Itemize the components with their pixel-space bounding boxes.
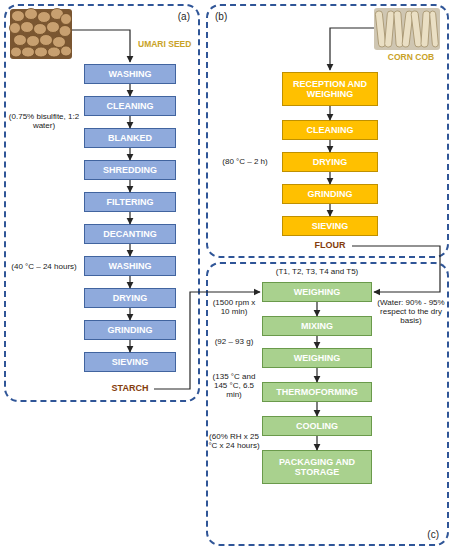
product-name: FLOUR xyxy=(300,240,360,250)
box-label: WASHING xyxy=(108,69,151,79)
process-box: FILTERING xyxy=(84,192,176,212)
process-box: SIEVING xyxy=(84,352,176,372)
treatment-note: (T1, T2, T3, T4 and T5) xyxy=(262,267,372,276)
flow-arrow xyxy=(316,402,317,416)
box-label: FILTERING xyxy=(107,197,154,207)
flow-arrow xyxy=(316,436,317,450)
box-label: DRYING xyxy=(113,293,148,303)
flow-arrow xyxy=(329,204,330,216)
process-box: GRINDING xyxy=(282,184,378,204)
box-label: SIEVING xyxy=(112,357,149,367)
box-label: WEIGHING xyxy=(294,353,341,363)
box-label: RECEPTION AND WEIGHING xyxy=(286,79,374,100)
process-box: DRYING xyxy=(282,152,378,172)
panel-letter: (b) xyxy=(215,11,227,22)
box-label: CLEANING xyxy=(107,101,154,111)
panel-letter: (c) xyxy=(427,529,439,540)
box-label: SIEVING xyxy=(312,221,349,231)
process-box: BLANKED xyxy=(84,128,176,148)
flow-arrow xyxy=(129,84,130,96)
process-box: PACKAGING AND STORAGE xyxy=(262,450,372,484)
process-box: RECEPTION AND WEIGHING xyxy=(282,72,378,106)
process-box: WEIGHING xyxy=(262,348,372,368)
box-label: DECANTING xyxy=(103,229,157,239)
feed-arrow xyxy=(72,30,130,62)
box-label: SHREDDING xyxy=(103,165,157,175)
process-box: CLEANING xyxy=(282,120,378,140)
box-label: WEIGHING xyxy=(294,287,341,297)
process-box: GRINDING xyxy=(84,320,176,340)
flow-arrow xyxy=(329,140,330,152)
box-label: COOLING xyxy=(296,421,338,431)
photo-background xyxy=(374,8,440,50)
process-box: DRYING xyxy=(84,288,176,308)
seed-cluster xyxy=(10,9,72,58)
ingredient-name: UMARI SEED xyxy=(138,40,198,50)
process-box: CLEANING xyxy=(84,96,176,116)
feed-arrow xyxy=(330,28,374,70)
flow-arrow xyxy=(129,212,130,224)
process-note: (0.75% bisulfite, 1:2 water) xyxy=(8,112,80,130)
process-note: (92 – 93 g) xyxy=(208,337,260,346)
section-panel: (b) RECEPTION AND WEIGHING CLEANING DRYING G… xyxy=(206,4,449,258)
process-box: DECANTING xyxy=(84,224,176,244)
process-box: SIEVING xyxy=(282,216,378,236)
process-box: SHREDDING xyxy=(84,160,176,180)
flow-arrow xyxy=(329,172,330,184)
ingredient-name: CORN COB xyxy=(376,53,446,63)
box-label: CLEANING xyxy=(307,125,354,135)
flow-arrow xyxy=(129,116,130,128)
panel-letter: (a) xyxy=(178,11,190,22)
flow-arrow xyxy=(316,302,317,316)
product-name: STARCH xyxy=(100,383,160,393)
process-note: (135 °C and 145 °C, 6.5 min) xyxy=(208,372,260,400)
flow-arrow xyxy=(316,336,317,348)
flow-arrow xyxy=(129,340,130,352)
flow-arrow xyxy=(129,276,130,288)
process-note: (1500 rpm x 10 min) xyxy=(208,298,260,316)
box-label: DRYING xyxy=(313,157,348,167)
box-label: GRINDING xyxy=(308,189,353,199)
process-box: THERMOFORMING xyxy=(262,382,372,402)
box-label: MIXING xyxy=(301,321,333,331)
corn-cob-photo xyxy=(374,8,440,50)
cob-pieces xyxy=(375,11,438,48)
flow-arrow xyxy=(129,180,130,192)
process-note: (80 °C – 2 h) xyxy=(210,157,280,166)
flow-arrow xyxy=(129,244,130,256)
process-note: (40 °C – 24 hours) xyxy=(8,262,80,271)
process-box: COOLING xyxy=(262,416,372,436)
process-note: (Water: 90% - 95% respect to the dry bas… xyxy=(376,298,446,326)
box-label: WASHING xyxy=(108,261,151,271)
process-box: WASHING xyxy=(84,64,176,84)
flow-arrow xyxy=(129,308,130,320)
flow-arrow xyxy=(316,368,317,382)
process-box: WEIGHING xyxy=(262,282,372,302)
process-box: MIXING xyxy=(262,316,372,336)
flow-arrow xyxy=(129,148,130,160)
photo-background xyxy=(10,9,72,59)
box-label: GRINDING xyxy=(108,325,153,335)
box-label: THERMOFORMING xyxy=(276,387,358,397)
feed-arrows xyxy=(72,28,440,389)
box-label: BLANKED xyxy=(108,133,152,143)
box-label: PACKAGING AND STORAGE xyxy=(266,457,368,478)
process-box: WASHING xyxy=(84,256,176,276)
umari-seed-photo xyxy=(10,9,73,60)
process-note: (60% RH x 25 °C x 24 hours) xyxy=(208,432,260,450)
section-panel: (a) WASHING CLEANING BLANKED SHREDDING FILTER… xyxy=(4,4,200,402)
flow-arrow xyxy=(329,106,330,120)
